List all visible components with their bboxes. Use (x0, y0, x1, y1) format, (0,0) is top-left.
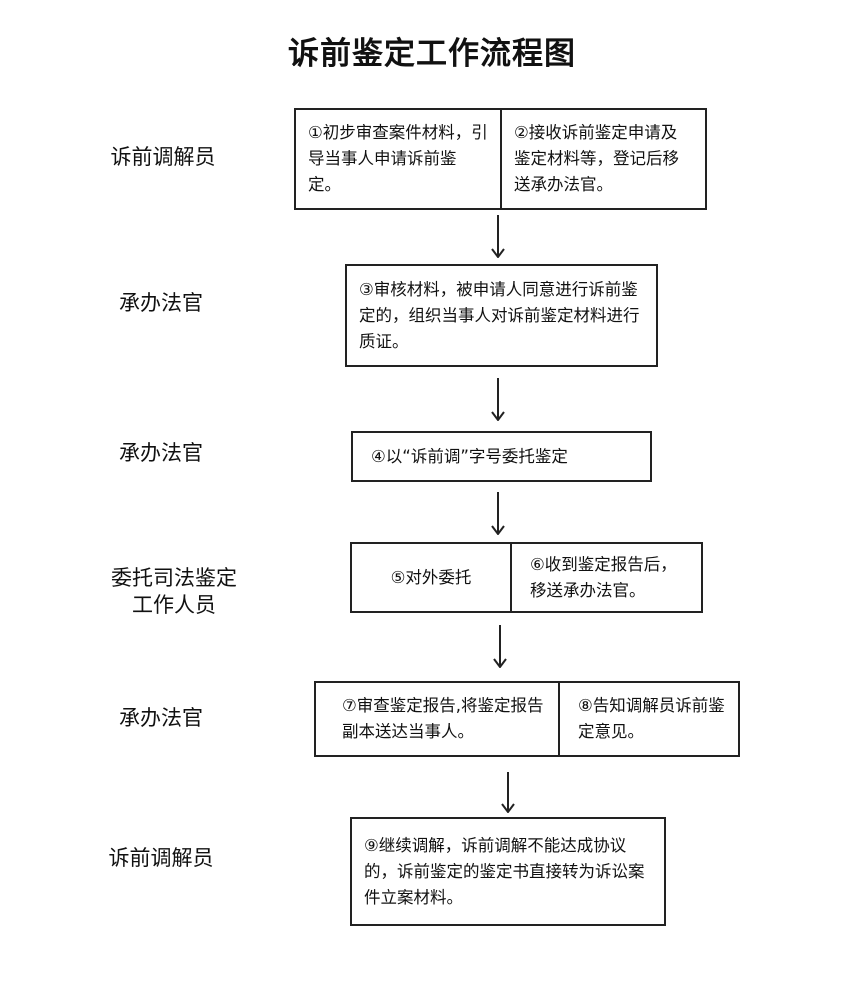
diagram-title: 诉前鉴定工作流程图 (288, 36, 576, 72)
step-box-7-8: ⑦审查鉴定报告,将鉴定报告副本送达当事人。 ⑧告知调解员诉前鉴定意见。 (314, 681, 740, 757)
lane-label-judge: 承办法官 (119, 706, 203, 730)
step-8: ⑧告知调解员诉前鉴定意见。 (558, 683, 738, 755)
arrow-down-icon (501, 772, 515, 813)
arrow-down-icon (493, 625, 507, 668)
step-box-5-6: ⑤对外委托 ⑥收到鉴定报告后，移送承办法官。 (350, 542, 703, 613)
step-3: ③审核材料，被申请人同意进行诉前鉴定的，组织当事人对诉前鉴定材料进行质证。 (359, 279, 640, 351)
lane-label-judge: 承办法官 (119, 291, 203, 315)
lane-label-mediator: 诉前调解员 (108, 846, 214, 870)
step-box-9: ⑨继续调解，诉前调解不能达成协议的，诉前鉴定的鉴定书直接转为诉讼案件立案材料。 (350, 817, 666, 926)
step-1: ①初步审查案件材料，引导当事人申请诉前鉴定。 (308, 123, 488, 194)
step-7: ⑦审查鉴定报告,将鉴定报告副本送达当事人。 (342, 696, 544, 741)
lane-label-judge: 承办法官 (119, 441, 203, 465)
lane-label-mediator: 诉前调解员 (110, 145, 216, 169)
step-box-4: ④以“诉前调”字号委托鉴定 (351, 431, 652, 482)
arrow-down-icon (491, 492, 505, 535)
step-5: ⑤对外委托 (390, 567, 472, 587)
step-9: ⑨继续调解，诉前调解不能达成协议的，诉前鉴定的鉴定书直接转为诉讼案件立案材料。 (364, 835, 645, 907)
step-4: ④以“诉前调”字号委托鉴定 (371, 446, 568, 466)
lane-label-appraisal-staff-2: 工作人员 (132, 593, 216, 617)
lane-label-appraisal-staff: 委托司法鉴定 (111, 566, 237, 590)
arrow-down-icon (491, 378, 505, 421)
step-6: ⑥收到鉴定报告后，移送承办法官。 (510, 544, 701, 611)
arrow-down-icon (491, 215, 505, 258)
step-box-3: ③审核材料，被申请人同意进行诉前鉴定的，组织当事人对诉前鉴定材料进行质证。 (345, 264, 658, 367)
step-2: ②接收诉前鉴定申请及鉴定材料等，登记后移送承办法官。 (500, 110, 705, 208)
step-box-1-2: ①初步审查案件材料，引导当事人申请诉前鉴定。 ②接收诉前鉴定申请及鉴定材料等，登… (294, 108, 707, 210)
